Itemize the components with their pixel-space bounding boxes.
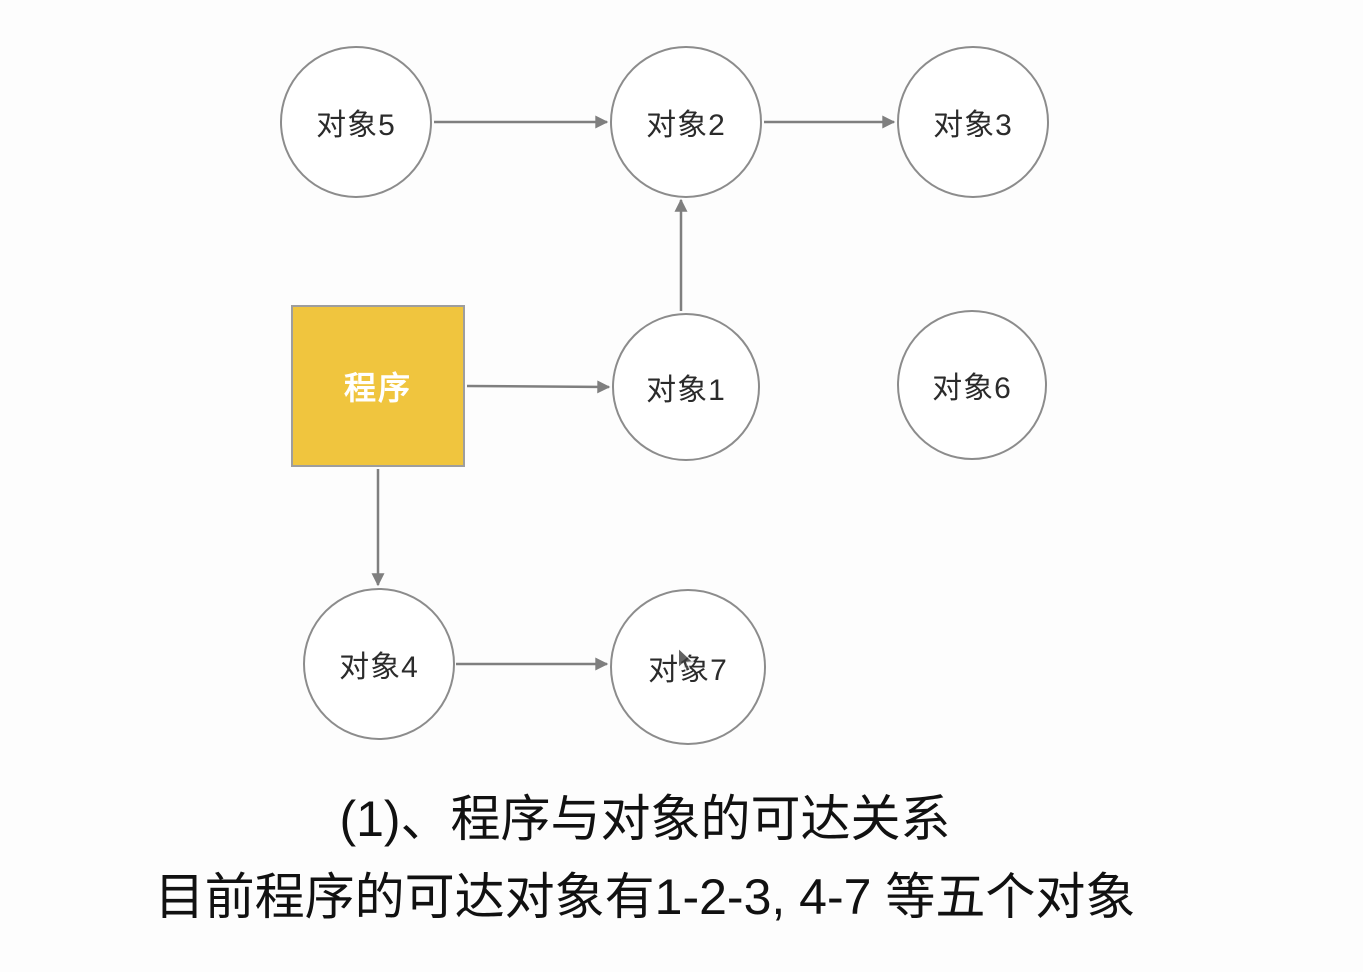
mouse-cursor-icon xyxy=(677,648,695,673)
node-label-obj2: 对象2 xyxy=(646,109,726,142)
node-program: 程序 xyxy=(291,305,465,467)
node-obj4: 对象4 xyxy=(303,588,455,740)
caption-line-2: 目前程序的可达对象有1-2-3, 4-7 等五个对象 xyxy=(154,869,1136,925)
node-label-obj5: 对象5 xyxy=(316,109,396,142)
node-label-obj3: 对象3 xyxy=(933,109,1013,142)
edge-program-to-obj1 xyxy=(466,380,611,394)
node-obj5: 对象5 xyxy=(280,46,432,198)
node-label-program: 程序 xyxy=(343,370,412,406)
node-obj3: 对象3 xyxy=(897,46,1049,198)
node-label-obj4: 对象4 xyxy=(339,651,419,684)
caption: (1)、程序与对象的可达关系 目前程序的可达对象有1-2-3, 4-7 等五个对… xyxy=(0,780,1290,936)
node-obj2: 对象2 xyxy=(610,46,762,198)
node-obj1: 对象1 xyxy=(612,313,760,461)
caption-line-1: (1)、程序与对象的可达关系 xyxy=(339,791,951,847)
node-label-obj1: 对象1 xyxy=(646,374,726,407)
node-label-obj6: 对象6 xyxy=(932,372,1012,405)
node-obj6: 对象6 xyxy=(897,310,1047,460)
